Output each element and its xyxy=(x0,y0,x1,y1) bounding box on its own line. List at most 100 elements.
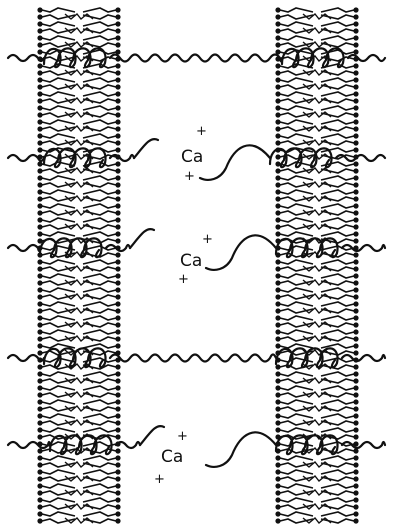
lipid-tail xyxy=(321,512,354,516)
lipid-head xyxy=(353,308,358,313)
lipid-head xyxy=(275,455,280,460)
lipid-head xyxy=(115,63,120,68)
calcium-ion-bridge-3: Ca + + xyxy=(154,429,188,487)
lipid-head xyxy=(37,224,42,229)
lipid-tail xyxy=(42,260,75,264)
lipid-head xyxy=(275,427,280,432)
lipid-head xyxy=(353,21,358,26)
lipid-head xyxy=(353,140,358,145)
lipid-bilayer-stack-2 xyxy=(275,7,358,523)
lipid-head xyxy=(275,63,280,68)
lipid-head xyxy=(115,294,120,299)
lipid-head xyxy=(115,343,120,348)
lipid-head xyxy=(37,119,42,124)
lipid-head xyxy=(353,175,358,180)
lipid-head xyxy=(275,105,280,110)
lipid-head xyxy=(115,119,120,124)
lipid-head xyxy=(275,469,280,474)
lipid-tail xyxy=(280,190,313,194)
lipid-head xyxy=(115,455,120,460)
lipid-head xyxy=(37,329,42,334)
lipid-head xyxy=(353,77,358,82)
lipid-head xyxy=(275,126,280,131)
lipid-head xyxy=(275,14,280,19)
lipid-head xyxy=(353,497,358,502)
lipid-tail xyxy=(280,260,313,264)
lipid-head xyxy=(37,133,42,138)
lipid-tail xyxy=(280,274,313,278)
lipid-tail xyxy=(280,78,313,82)
lipid-head xyxy=(37,378,42,383)
lipid-head xyxy=(275,161,280,166)
lipid-tail xyxy=(280,218,313,222)
lipid-head xyxy=(275,175,280,180)
lipid-tail xyxy=(321,400,354,404)
lipid-tail xyxy=(83,330,116,334)
lipid-head xyxy=(353,119,358,124)
ion-charge-sign: + xyxy=(184,169,195,184)
lipid-tail xyxy=(42,386,75,390)
lipid-head xyxy=(275,273,280,278)
lipid-tail xyxy=(83,8,116,12)
lipid-head xyxy=(275,119,280,124)
lipid-tail xyxy=(42,204,75,208)
lipid-tail xyxy=(42,134,75,138)
protein-strand xyxy=(110,155,134,161)
lipid-head xyxy=(353,490,358,495)
lipid-head xyxy=(115,238,120,243)
protein-strand xyxy=(200,145,270,180)
lipid-head xyxy=(115,266,120,271)
lipid-head xyxy=(115,175,120,180)
lipid-head xyxy=(353,98,358,103)
lipid-head xyxy=(353,469,358,474)
lipid-tail xyxy=(280,512,313,516)
lipid-head xyxy=(353,35,358,40)
lipid-tail xyxy=(42,470,75,474)
lipid-head xyxy=(115,301,120,306)
lipid-head xyxy=(37,399,42,404)
lipid-head xyxy=(353,252,358,257)
lipid-head xyxy=(37,168,42,173)
lipid-head xyxy=(115,105,120,110)
lipid-head xyxy=(275,42,280,47)
lipid-head xyxy=(115,259,120,264)
lipid-head xyxy=(353,427,358,432)
protein-strand xyxy=(8,245,40,251)
lipid-tail xyxy=(83,218,116,222)
lipid-head xyxy=(353,462,358,467)
lipid-head xyxy=(115,84,120,89)
lipid-head xyxy=(353,434,358,439)
lipid-head xyxy=(353,161,358,166)
lipid-head xyxy=(353,294,358,299)
lipid-head xyxy=(37,147,42,152)
lipid-head xyxy=(115,406,120,411)
lipid-head xyxy=(353,147,358,152)
lipid-tail xyxy=(42,498,75,502)
lipid-head xyxy=(37,385,42,390)
lipid-head xyxy=(115,98,120,103)
lipid-head xyxy=(353,112,358,117)
lipid-head xyxy=(275,77,280,82)
lipid-head xyxy=(353,336,358,341)
lipid-head xyxy=(275,364,280,369)
lipid-head xyxy=(115,189,120,194)
lipid-tail xyxy=(83,400,116,404)
lipid-head xyxy=(37,392,42,397)
lipid-head xyxy=(353,371,358,376)
lipid-head xyxy=(353,84,358,89)
lipid-tail xyxy=(321,92,354,96)
lipid-head xyxy=(353,49,358,54)
lipid-head xyxy=(275,490,280,495)
lipid-head xyxy=(37,511,42,516)
lipid-head xyxy=(115,329,120,334)
lipid-tail xyxy=(321,316,354,320)
lipid-tail xyxy=(321,36,354,40)
lipid-head xyxy=(37,42,42,47)
lipid-tail xyxy=(280,288,313,292)
protein-strand xyxy=(206,432,276,467)
lipid-head xyxy=(275,140,280,145)
lipid-head xyxy=(275,378,280,383)
lipid-tail xyxy=(83,484,116,488)
lipid-head xyxy=(353,476,358,481)
lipid-head xyxy=(115,497,120,502)
